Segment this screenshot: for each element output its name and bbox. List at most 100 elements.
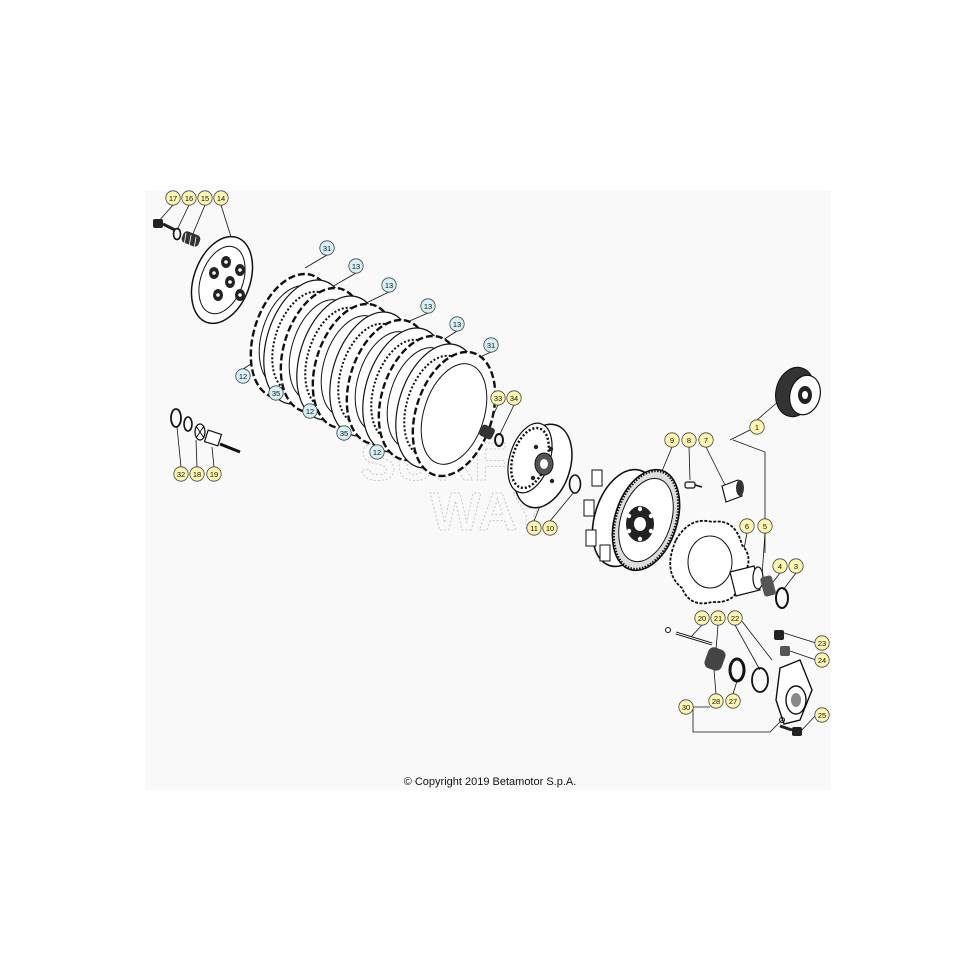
callout-30: 30: [678, 699, 694, 715]
callout-circle: [302, 403, 318, 419]
callout-32: 32: [173, 466, 189, 482]
seal-part-27: [728, 657, 746, 683]
washer-part-10: [568, 474, 582, 494]
leader-line: [176, 426, 182, 468]
callout-circle: [268, 385, 284, 401]
callout-label: 4: [778, 562, 782, 571]
leader-line: [715, 624, 719, 651]
leader-line: [729, 429, 751, 441]
callout-circle: [369, 444, 385, 460]
callout-circle: [664, 432, 680, 448]
callout-9: 9: [664, 432, 680, 448]
callout-3: 3: [788, 558, 804, 574]
leader-line: [789, 650, 817, 661]
callout-label: 3: [794, 562, 798, 571]
pin-part-8: [684, 481, 703, 489]
callout-35: 35: [336, 425, 352, 441]
callout-circle: [173, 466, 189, 482]
callout-label: 19: [210, 470, 218, 479]
callout-20: 20: [694, 610, 710, 626]
callout-31: 31: [483, 337, 499, 353]
callout-13: 13: [420, 298, 436, 314]
leader-line: [211, 446, 215, 468]
callout-circle: [814, 635, 830, 651]
callout-circle: [490, 390, 506, 406]
callout-circle: [235, 368, 251, 384]
callout-circle: [814, 652, 830, 668]
callout-label: 13: [453, 320, 461, 329]
callout-label: 35: [272, 389, 280, 398]
callout-21: 21: [710, 610, 726, 626]
spring-part-15: [181, 231, 201, 250]
clutch-disc-stack: [249, 272, 497, 478]
callout-circle: [165, 190, 181, 206]
callout-7: 7: [698, 432, 714, 448]
callout-circle: [681, 432, 697, 448]
callout-31: 31: [319, 240, 335, 256]
callout-13: 13: [348, 258, 364, 274]
clutch-basket-part-9: [583, 468, 681, 572]
callout-6: 6: [739, 518, 755, 534]
leader-line: [304, 254, 328, 269]
bleed-screw-part-23: [774, 630, 790, 656]
callout-14: 14: [213, 190, 229, 206]
copyright-notice: © Copyright 2019 Betamotor S.p.A.: [403, 776, 577, 788]
callout-label: 32: [177, 470, 185, 479]
callout-10: 10: [542, 520, 558, 536]
callout-label: 11: [530, 524, 538, 533]
callout-label: 27: [729, 697, 737, 706]
callout-circle: [506, 390, 522, 406]
callout-circle: [694, 610, 710, 626]
callout-18: 18: [189, 466, 205, 482]
leader-line: [761, 532, 766, 577]
leader-line: [176, 204, 190, 231]
callout-circle: [189, 466, 205, 482]
callout-circle: [708, 693, 724, 709]
callout-label: 35: [340, 429, 348, 438]
primary-gear-part-1: [775, 366, 821, 418]
callout-label: 13: [385, 281, 393, 290]
callout-4: 4: [772, 558, 788, 574]
callout-label: 6: [745, 522, 749, 531]
callout-label: 21: [714, 614, 722, 623]
callout-label: 12: [239, 372, 247, 381]
callout-circle: [336, 425, 352, 441]
callout-label: 30: [682, 703, 690, 712]
leader-line: [783, 632, 817, 644]
bolt-part-25: [779, 724, 802, 736]
callout-label: 31: [487, 341, 495, 350]
piston-part-28: [704, 647, 726, 671]
callout-circle: [319, 240, 335, 256]
callout-label: 15: [201, 194, 209, 203]
callout-circle: [542, 520, 558, 536]
callout-label: 34: [510, 394, 518, 403]
callout-circle: [678, 699, 694, 715]
callout-circle: [420, 298, 436, 314]
callout-16: 16: [181, 190, 197, 206]
callout-23: 23: [814, 635, 830, 651]
callout-12: 12: [369, 444, 385, 460]
callout-circle: [727, 610, 743, 626]
callout-19: 19: [206, 466, 222, 482]
group-bracket: [740, 619, 773, 661]
callout-circle: [197, 190, 213, 206]
callout-label: 13: [352, 262, 360, 271]
callout-label: 5: [763, 522, 767, 531]
callout-17: 17: [165, 190, 181, 206]
callout-circle: [449, 316, 465, 332]
leader-line: [195, 439, 198, 468]
callout-13: 13: [381, 277, 397, 293]
washer-part-3: [775, 587, 789, 609]
callout-circle: [772, 558, 788, 574]
callout-label: 31: [323, 244, 331, 253]
slave-cylinder-pin-part-20: [665, 627, 713, 646]
friction-plate: [411, 350, 497, 478]
callout-33: 33: [490, 390, 506, 406]
callout-label: 17: [169, 194, 177, 203]
callout-circle: [206, 466, 222, 482]
callout-24: 24: [814, 652, 830, 668]
callout-22: 22: [727, 610, 743, 626]
callout-circle: [526, 520, 542, 536]
callout-label: 13: [424, 302, 432, 311]
